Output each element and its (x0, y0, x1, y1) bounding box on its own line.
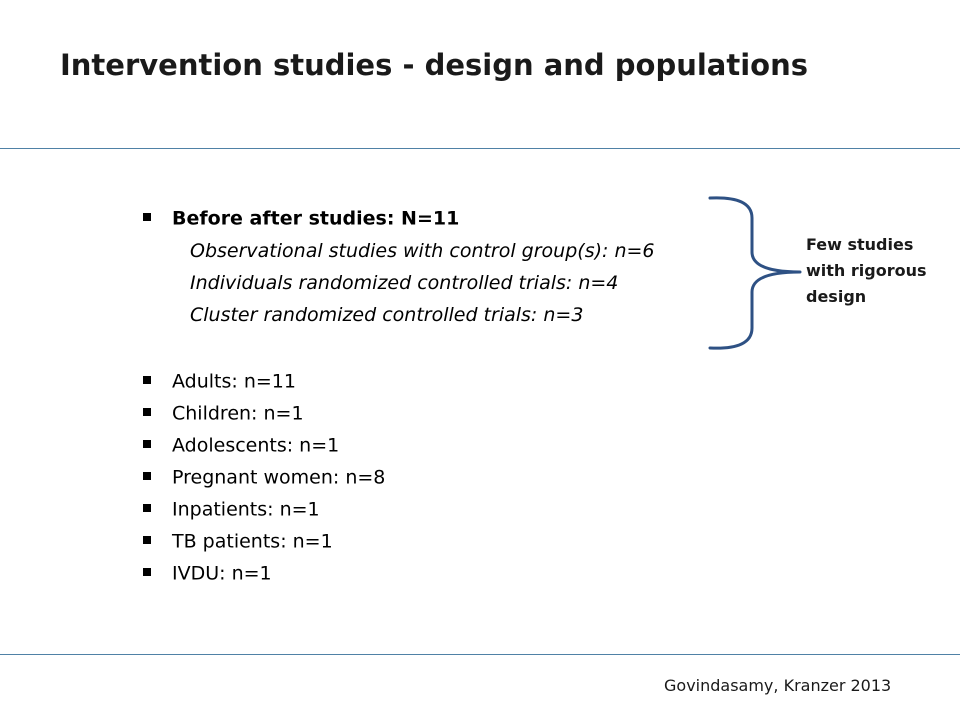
bullet-label: TB patients: n=1 (172, 530, 333, 553)
square-bullet-icon (143, 439, 151, 448)
bullet-ivdu: IVDU: n=1 (143, 561, 272, 586)
bullet-tb-patients: TB patients: n=1 (143, 529, 333, 554)
bullet-adults: Adults: n=11 (143, 369, 296, 394)
bottom-divider (0, 654, 960, 655)
bullet-label: Adults: n=11 (172, 370, 296, 393)
bullet-inpatients: Inpatients: n=1 (143, 497, 320, 522)
bullet-children: Children: n=1 (143, 401, 304, 426)
square-bullet-icon (143, 503, 151, 512)
sub-item-cluster-rct: Cluster randomized controlled trials: n=… (190, 304, 584, 326)
bullet-label: Inpatients: n=1 (172, 498, 320, 521)
bullet-label: Before after studies: N=11 (172, 207, 460, 230)
square-bullet-icon (143, 535, 151, 544)
square-bullet-icon (143, 212, 151, 221)
bullet-label: Pregnant women: n=8 (172, 466, 386, 489)
citation: Govindasamy, Kranzer 2013 (664, 676, 892, 695)
sub-item-observational: Observational studies with control group… (190, 240, 655, 262)
square-bullet-icon (143, 407, 151, 416)
top-divider (0, 148, 960, 149)
bullet-label: IVDU: n=1 (172, 562, 272, 585)
bullet-label: Adolescents: n=1 (172, 434, 340, 457)
bullet-adolescents: Adolescents: n=1 (143, 433, 339, 458)
bullet-label: Children: n=1 (172, 402, 304, 425)
sub-item-individual-rct: Individuals randomized controlled trials… (190, 272, 619, 294)
brace-note: Few studies with rigorous design (806, 235, 927, 306)
square-bullet-icon (143, 471, 151, 480)
square-bullet-icon (143, 375, 151, 384)
slide-title: Intervention studies - design and popula… (60, 48, 809, 82)
right-curly-brace-icon (708, 196, 802, 350)
bullet-pregnant-women: Pregnant women: n=8 (143, 465, 385, 490)
bullet-before-after: Before after studies: N=11 (143, 206, 459, 231)
square-bullet-icon (143, 567, 151, 576)
